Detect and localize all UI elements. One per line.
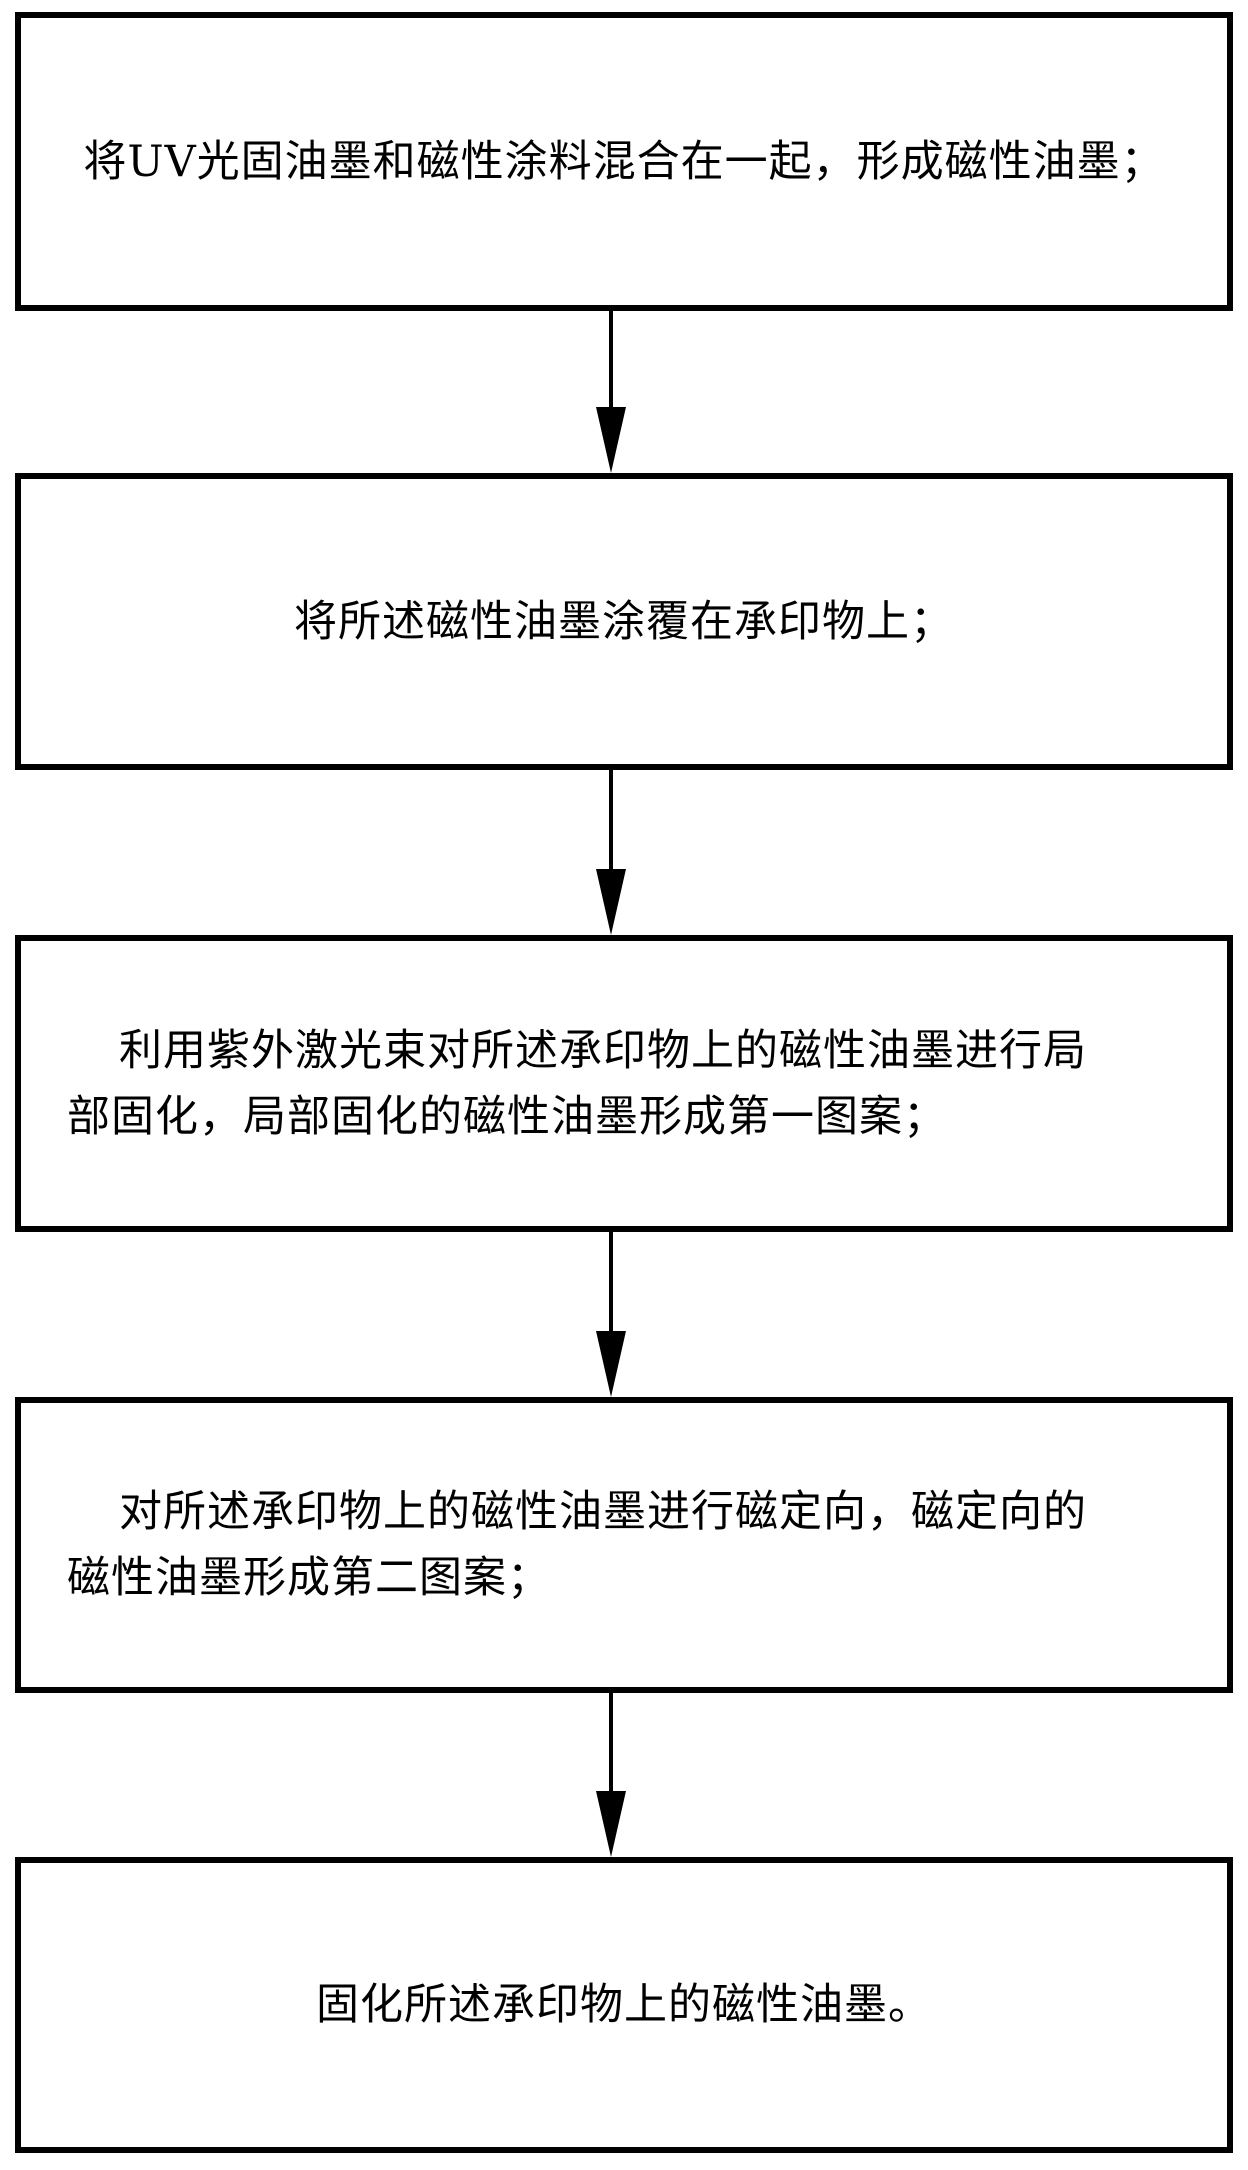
flow-step-4-text: 对所述承印物上的磁性油墨进行磁定向，磁定向的 磁性油墨形成第二图案； — [21, 1479, 1227, 1611]
arrow-down-icon — [596, 1331, 626, 1397]
flow-step-1-text: 将UV光固油墨和磁性涂料混合在一起，形成磁性油墨； — [83, 136, 1165, 187]
arrow-down-icon — [596, 1791, 626, 1857]
flow-arrow-1 — [596, 311, 626, 473]
flow-step-4: 对所述承印物上的磁性油墨进行磁定向，磁定向的 磁性油墨形成第二图案； — [15, 1397, 1233, 1693]
arrow-shaft — [609, 1693, 613, 1791]
flow-step-2-text: 将所述磁性油墨涂覆在承印物上； — [294, 596, 954, 647]
flow-step-5: 固化所述承印物上的磁性油墨。 — [15, 1857, 1233, 2153]
arrow-shaft — [609, 311, 613, 407]
flow-step-3-line-2: 部固化，局部固化的磁性油墨形成第一图案； — [67, 1091, 947, 1142]
flow-arrow-4 — [596, 1693, 626, 1857]
flow-step-3-text: 利用紫外激光束对所述承印物上的磁性油墨进行局 部固化，局部固化的磁性油墨形成第一… — [21, 1018, 1227, 1150]
arrow-shaft — [609, 1232, 613, 1331]
flow-step-5-text: 固化所述承印物上的磁性油墨。 — [316, 1980, 932, 2030]
flow-step-1: 将UV光固油墨和磁性涂料混合在一起，形成磁性油墨； — [15, 12, 1233, 311]
arrow-down-icon — [596, 869, 626, 935]
arrow-down-icon — [596, 407, 626, 473]
flow-step-3: 利用紫外激光束对所述承印物上的磁性油墨进行局 部固化，局部固化的磁性油墨形成第一… — [15, 935, 1233, 1232]
flow-step-4-line-2: 磁性油墨形成第二图案； — [67, 1553, 551, 1603]
flow-step-3-line-1: 利用紫外激光束对所述承印物上的磁性油墨进行局 — [119, 1025, 1087, 1076]
flow-arrow-3 — [596, 1232, 626, 1397]
flow-arrow-2 — [596, 770, 626, 935]
flow-step-2: 将所述磁性油墨涂覆在承印物上； — [15, 473, 1233, 770]
arrow-shaft — [609, 770, 613, 869]
flow-step-4-line-1: 对所述承印物上的磁性油墨进行磁定向，磁定向的 — [119, 1487, 1087, 1537]
